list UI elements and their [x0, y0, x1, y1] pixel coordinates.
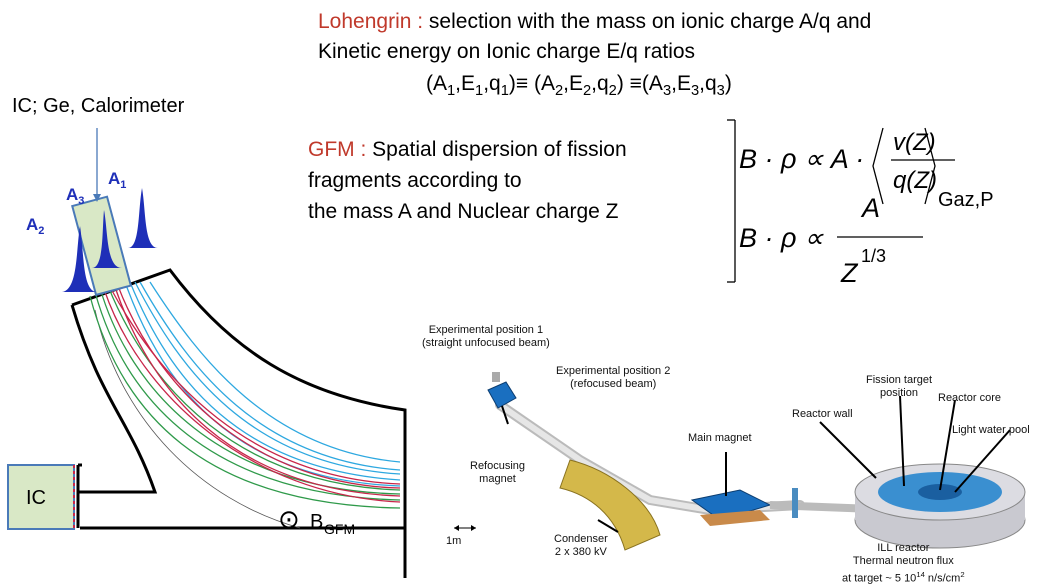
formula-lhs1: B · ρ ∝ A · — [739, 144, 864, 174]
magnet-inner-wall — [70, 304, 158, 494]
formula-den1: q(Z) — [893, 167, 937, 194]
reactor-wall-label: Reactor wall — [792, 408, 853, 420]
formula-den2: Z — [840, 258, 859, 288]
reactor-core-label: Reactor core — [938, 392, 1001, 404]
lohengrin-diagram — [454, 372, 1026, 551]
gfm-title: GFM : — [308, 138, 367, 161]
field-symbol-icon: ⊙ — [278, 504, 300, 534]
fission-target-label: Fission target position — [866, 374, 933, 399]
detector-label: IC; Ge, Calorimeter — [12, 95, 185, 117]
refocusing-magnet-label: Refocusing magnet — [470, 460, 526, 485]
lohengrin-equation: (A1,E1,q1)≡ (A2,E2,q2) ≡(A3,E3,q3) — [426, 72, 732, 100]
magnet-outer-wall — [71, 268, 407, 578]
light-water-pool-label: Light water pool — [952, 424, 1030, 436]
label-a1: A1 — [108, 169, 126, 191]
gfm-line2: fragments according to — [308, 169, 522, 192]
exp-pos1-label: Experimental position 1 (straight unfocu… — [422, 324, 550, 349]
field-sub: GFM — [324, 521, 355, 537]
formula-num1: v(Z) — [893, 129, 936, 156]
lohengrin-line2: Kinetic energy on Ionic charge E/q ratio… — [318, 40, 696, 63]
formula-sub: Gaz,P — [938, 189, 994, 211]
lohengrin-line1: Lohengrin : selection with the mass on i… — [318, 8, 871, 36]
gfm-diagram: IC ⊙ B GFM A2 A3 A1 — [7, 128, 407, 578]
label-a2: A2 — [26, 215, 44, 237]
condenser-label: Condenser 2 x 380 kV — [554, 533, 608, 558]
lohengrin-text1: selection with the mass on ionic charge … — [423, 10, 872, 33]
detector-box — [71, 195, 133, 297]
condenser-shape — [559, 459, 661, 551]
ic-box-label: IC — [26, 487, 46, 509]
formula-num2: A — [860, 193, 880, 223]
gfm-line3: the mass A and Nuclear charge Z — [308, 200, 619, 223]
ic-box — [7, 464, 75, 530]
label-a3: A3 — [66, 185, 84, 207]
main-magnet-label: Main magnet — [688, 432, 752, 444]
scale-label: 1m — [446, 535, 462, 547]
ill-reactor-label: ILL reactor Thermal neutron flux at targ… — [842, 542, 965, 585]
gfm-formula: B · ρ ∝ A · v(Z) q(Z) Gaz,P B · ρ ∝ A Z … — [727, 119, 994, 288]
formula-den2-exp: 1/3 — [861, 246, 886, 266]
exp-pos2-label: Experimental position 2 (refocused beam) — [556, 365, 671, 390]
refocusing-magnet-shape — [487, 381, 517, 409]
peak-a1 — [128, 188, 158, 248]
peak-a2 — [62, 226, 96, 292]
peak-a3 — [92, 210, 122, 268]
formula-lhs2: B · ρ ∝ — [739, 223, 824, 253]
gfm-text1: Spatial dispersion of fission — [366, 138, 627, 161]
gfm-line1: GFM : Spatial dispersion of fission — [308, 136, 627, 164]
lohengrin-title: Lohengrin : — [318, 10, 424, 33]
field-label: B — [310, 511, 323, 533]
